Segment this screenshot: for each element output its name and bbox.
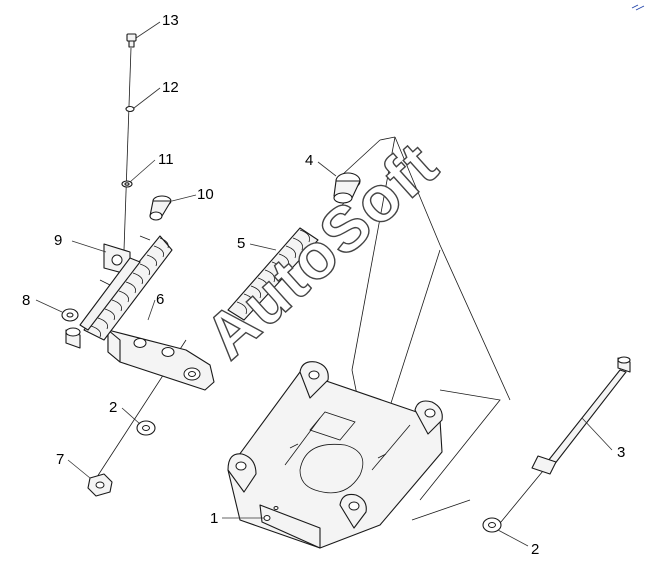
callout-5: 5 (237, 235, 245, 252)
corner-mark (631, 4, 645, 11)
callout-4: 4 (305, 152, 313, 169)
part-9-damper-rod (79, 257, 141, 331)
callout-6: 6 (156, 291, 164, 308)
callout-3: 3 (617, 444, 625, 461)
callout-10: 10 (197, 186, 214, 203)
callout-1: 1 (210, 510, 218, 527)
part-7-nut (87, 473, 113, 497)
part-13-bolt (126, 33, 137, 48)
part-8-end-bush (61, 308, 81, 349)
part-2-washer-right (482, 517, 502, 533)
part-12-washer (125, 105, 135, 113)
callout-12: 12 (162, 79, 179, 96)
part-5-spring (227, 227, 319, 321)
part-4-bushing (333, 172, 361, 204)
callout-2-right: 2 (531, 541, 539, 558)
part-3-long-bolt (531, 356, 631, 475)
part-2-washer-left (136, 420, 156, 436)
callout-13: 13 (162, 12, 179, 29)
callout-8: 8 (22, 292, 30, 309)
callout-11: 11 (158, 151, 174, 168)
part-10-bushing (149, 195, 172, 221)
callout-7: 7 (56, 451, 64, 468)
callout-9: 9 (54, 232, 62, 249)
leader-lines (35, 21, 613, 547)
part-11-washer (121, 180, 133, 188)
part-1-base-plate (227, 361, 443, 549)
callout-2-left: 2 (109, 399, 117, 416)
callout-labels: 13 12 11 10 9 8 6 5 4 3 2 2 7 1 (22, 12, 625, 558)
